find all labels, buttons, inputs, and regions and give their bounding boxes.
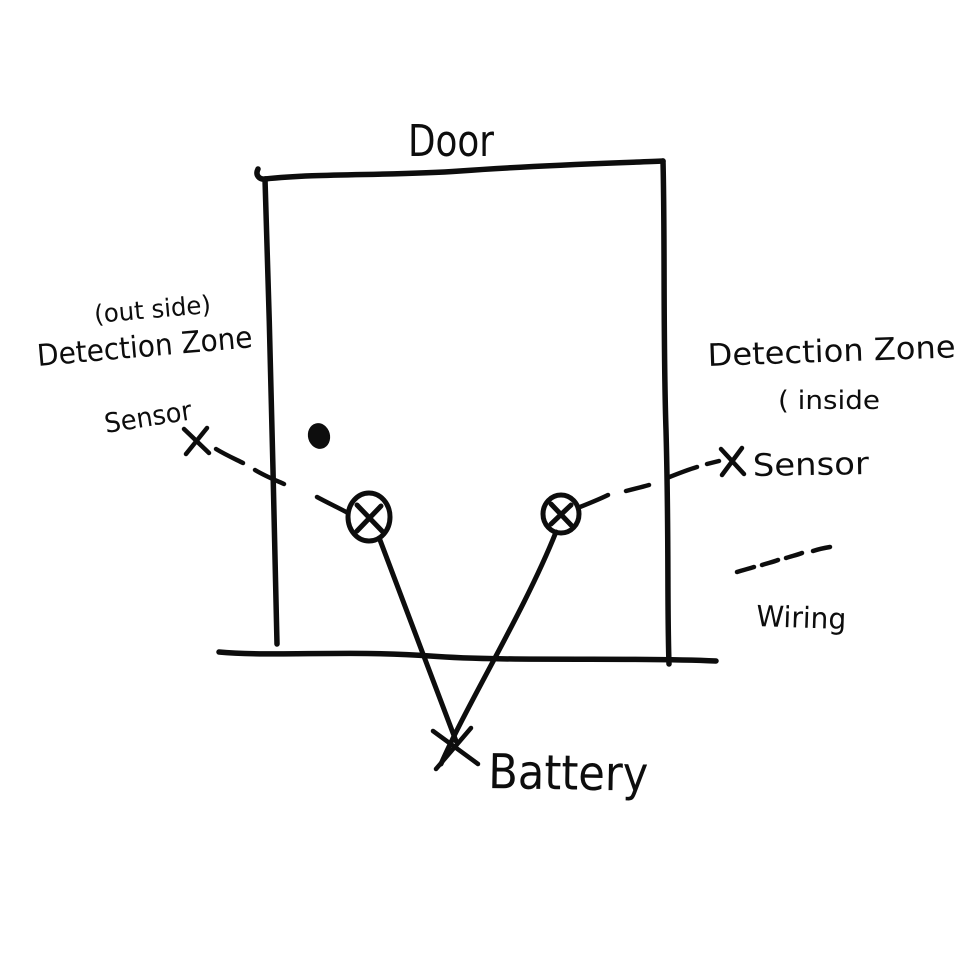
outside-pointer-dash <box>314 494 351 516</box>
door-left-edge <box>262 176 280 647</box>
battery-label: Battery <box>488 744 649 803</box>
inside-pointer-dash <box>704 458 722 467</box>
inside-pointer-x-mark <box>719 445 745 478</box>
door-top-edge <box>262 158 666 182</box>
outside-zone-label-line2: Detection Zone <box>36 320 254 374</box>
battery-x-mark <box>430 725 481 772</box>
outside-sensor-pointer <box>181 425 351 516</box>
wiring-legend-dash <box>759 557 781 568</box>
inside-pointer-dash <box>664 464 700 481</box>
inside-sensor-pointer <box>577 445 747 510</box>
battery-x-stroke <box>433 725 474 772</box>
outside-sensor-symbol <box>345 490 393 544</box>
inside-sensor-symbol <box>540 492 582 536</box>
outside-sensor-x-stroke <box>354 503 384 534</box>
left-sensor-wire <box>377 537 459 744</box>
inside-zone-label-line1: Detection Zone <box>707 329 956 374</box>
outside-zone-label-line1: (out side) <box>93 290 212 329</box>
door-label: Door <box>408 116 495 167</box>
wiring-label: Wiring <box>756 599 847 636</box>
wiring-legend-dash <box>734 564 757 575</box>
wiring-legend-dash <box>810 544 833 554</box>
floor-line <box>216 649 719 664</box>
battery-wires <box>377 529 559 767</box>
inside-pointer-dash <box>623 482 652 494</box>
outside-pointer-dash <box>213 446 246 466</box>
inside-sensor-x-stroke <box>548 502 574 527</box>
inside-pointer-dash <box>577 492 611 510</box>
inside-zone-label-line2: ( inside <box>778 386 880 416</box>
door-right-edge <box>660 158 672 667</box>
outside-pointer-x-mark <box>183 425 210 457</box>
wiring-legend-dashes <box>734 544 833 575</box>
door-knob-dot <box>307 423 331 449</box>
door-outline <box>254 158 672 667</box>
outside-sensor-circle <box>345 490 393 544</box>
right-sensor-wire <box>438 529 559 767</box>
outside-sensor-label: Sensor <box>102 395 195 440</box>
inside-sensor-circle <box>540 492 582 536</box>
outside-pointer-dash <box>252 467 287 487</box>
inside-sensor-label: Sensor <box>753 446 870 484</box>
wiring-legend-dash <box>783 550 805 561</box>
